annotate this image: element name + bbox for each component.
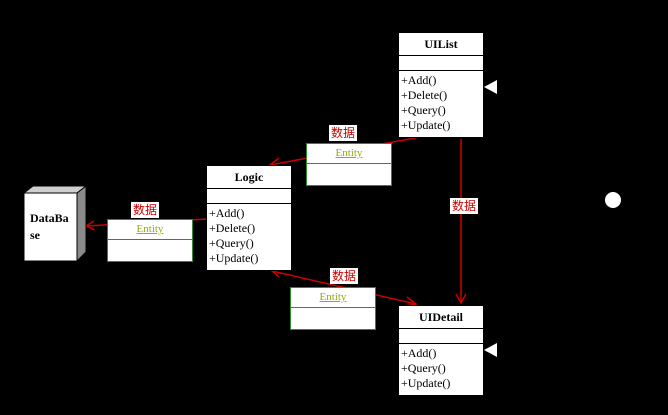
- uilist-attributes: [399, 56, 483, 71]
- logic-attributes: [207, 189, 291, 204]
- uidetail-triangle-icon: [484, 343, 497, 357]
- circle-icon: [605, 192, 621, 208]
- entity-left[interactable]: Entity: [107, 219, 193, 262]
- logic-method-delete: +Delete(): [209, 221, 256, 235]
- uidetail-title: UIDetail: [399, 306, 483, 329]
- uilist-method-add: +Add(): [401, 73, 437, 87]
- logic-title: Logic: [207, 166, 291, 189]
- logic-method-query: +Query(): [209, 236, 254, 250]
- entity-bottom[interactable]: Entity: [290, 287, 376, 330]
- uidetail-method-add: +Add(): [401, 346, 437, 360]
- uilist-methods: +Add() +Delete() +Query() +Update(): [399, 71, 483, 133]
- logic-method-update: +Update(): [209, 251, 259, 265]
- flow-label-right: 数据: [450, 198, 479, 214]
- entity-top[interactable]: Entity: [306, 143, 392, 186]
- logic-method-add: +Add(): [209, 206, 245, 220]
- uilist-triangle-icon: [484, 80, 497, 94]
- database-label: DataBa se: [30, 210, 69, 244]
- logic-class[interactable]: Logic +Add() +Delete() +Query() +Update(…: [206, 165, 292, 271]
- entity-top-label: Entity: [307, 144, 391, 164]
- uilist-class[interactable]: UIList +Add() +Delete() +Query() +Update…: [398, 32, 484, 138]
- uidetail-attributes: [399, 329, 483, 344]
- database-label-line1: DataBa: [30, 211, 69, 225]
- flow-label-bottom: 数据: [330, 268, 359, 284]
- entity-bottom-label: Entity: [291, 288, 375, 308]
- uidetail-methods: +Add() +Query() +Update(): [399, 344, 483, 391]
- uilist-title: UIList: [399, 33, 483, 56]
- logic-methods: +Add() +Delete() +Query() +Update(): [207, 204, 291, 266]
- database-label-line2: se: [30, 228, 40, 242]
- uilist-method-delete: +Delete(): [401, 88, 448, 102]
- uidetail-method-update: +Update(): [401, 376, 451, 390]
- entity-left-label: Entity: [108, 220, 192, 240]
- flow-label-top: 数据: [329, 125, 358, 141]
- database-node: [22, 185, 88, 263]
- uidetail-method-query: +Query(): [401, 361, 446, 375]
- flow-label-left: 数据: [131, 202, 160, 218]
- uilist-method-query: +Query(): [401, 103, 446, 117]
- uilist-method-update: +Update(): [401, 118, 451, 132]
- uidetail-class[interactable]: UIDetail +Add() +Query() +Update(): [398, 305, 484, 396]
- uilist-to-uidetail-arrowhead: [455, 293, 467, 305]
